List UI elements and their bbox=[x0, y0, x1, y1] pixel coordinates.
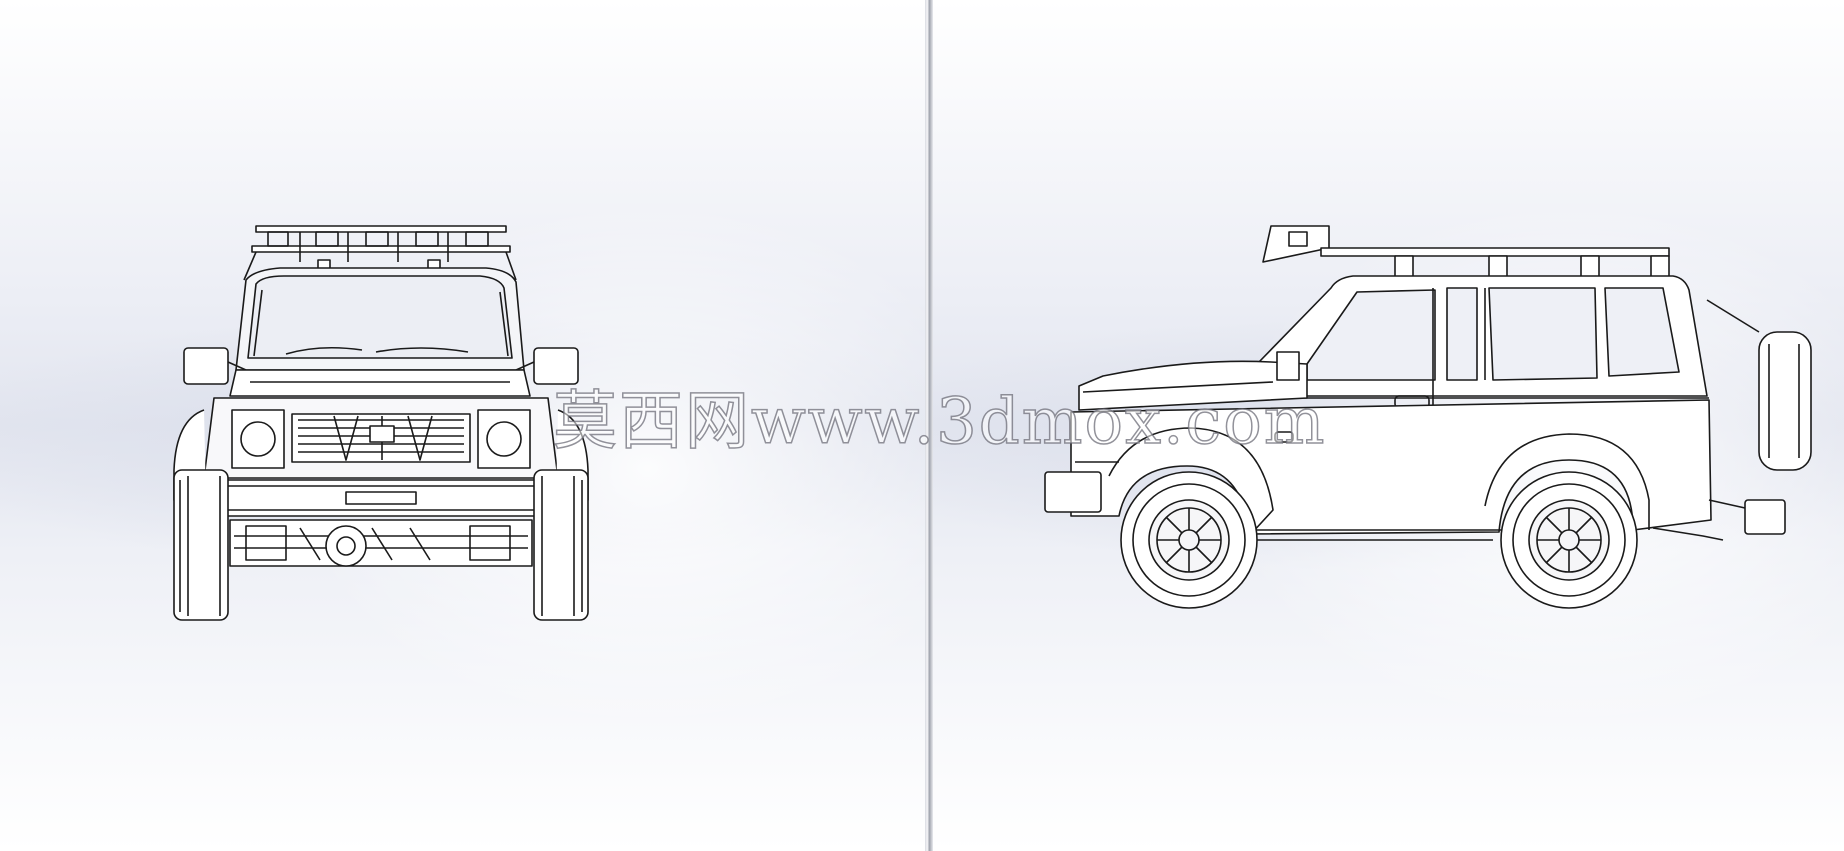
front-wheel-side bbox=[1121, 472, 1257, 608]
hood-side bbox=[1079, 352, 1307, 410]
spare-tire bbox=[1759, 332, 1811, 470]
viewport-front-view[interactable] bbox=[0, 0, 925, 851]
right-mirror bbox=[534, 348, 578, 384]
front-axle bbox=[230, 520, 532, 566]
cabin-side bbox=[1259, 276, 1709, 530]
lower-body-side bbox=[1071, 400, 1711, 540]
front-bumper bbox=[196, 480, 566, 516]
grille-section bbox=[204, 398, 558, 478]
suv-side-view-drawing bbox=[933, 0, 1844, 851]
front-tires bbox=[174, 470, 588, 620]
roof-rack-front bbox=[244, 226, 516, 280]
front-bumper-side bbox=[1045, 472, 1101, 512]
viewport-divider[interactable] bbox=[925, 0, 933, 851]
roof-rack-side bbox=[1263, 226, 1669, 278]
viewport-side-view[interactable] bbox=[933, 0, 1844, 851]
exhaust-pipe bbox=[1653, 528, 1723, 540]
rear-bumper-side bbox=[1745, 500, 1785, 534]
hood-front bbox=[230, 370, 530, 396]
suv-front-view-drawing bbox=[0, 0, 925, 851]
cabin-front bbox=[236, 268, 524, 370]
rear-wheel-side bbox=[1501, 472, 1637, 608]
left-mirror bbox=[184, 348, 228, 384]
